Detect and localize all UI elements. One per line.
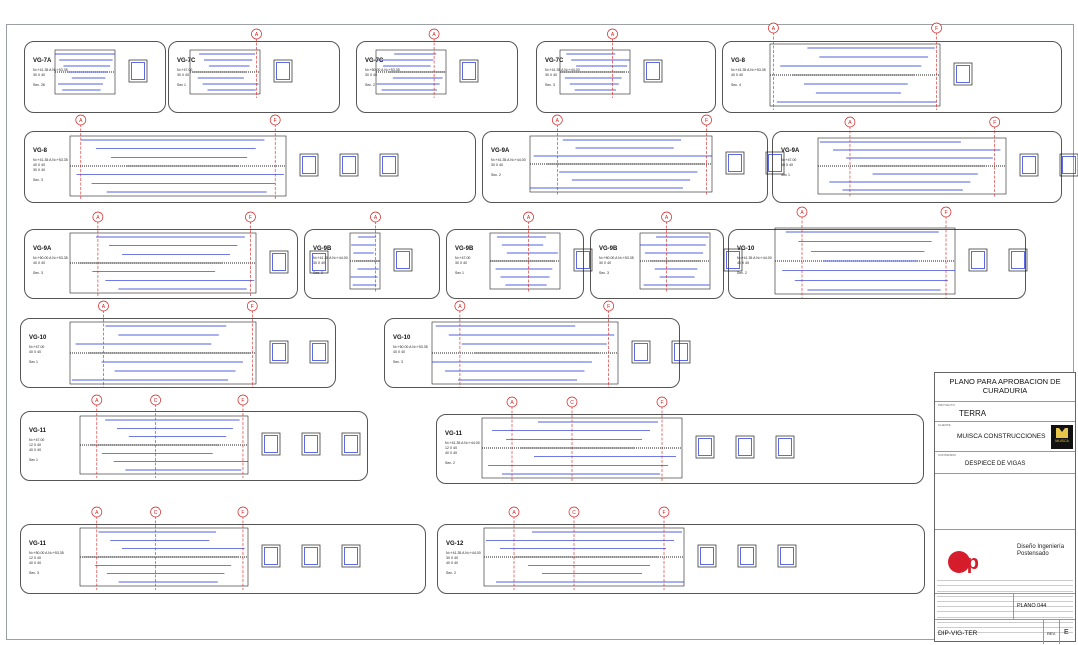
- panel-title: VG-11: [445, 431, 463, 437]
- panel-title: VG-10: [29, 335, 47, 341]
- sheet-border: [6, 24, 1074, 640]
- muisca-logo: MUISCA: [1051, 425, 1073, 449]
- project-row: PROYECTO TERRA: [935, 401, 1075, 421]
- panel-title: VG-9A: [491, 148, 510, 154]
- project-name: TERRA: [959, 409, 987, 418]
- client-name: MUISCA CONSTRUCCIONES: [957, 433, 1046, 440]
- code-row: DIP-VIG-TER REV. E: [935, 619, 1075, 644]
- panel-title: VG-7C: [177, 58, 196, 64]
- title-block: PLANO PARA APROBACION DE CURADURIA PROYE…: [934, 372, 1076, 644]
- panel-title: VG-12: [446, 541, 464, 547]
- plan-number: PLANO 044: [1017, 603, 1047, 609]
- drawing-code: DIP-VIG-TER: [938, 630, 978, 637]
- plan-row: PLANO 044: [935, 593, 1075, 620]
- panel-title: VG-7C: [545, 58, 564, 64]
- firm-name: Diseño Ingeniería Postensado: [1017, 544, 1065, 557]
- approval-header: PLANO PARA APROBACION DE CURADURIA: [949, 377, 1061, 395]
- panel-title: VG-11: [29, 428, 47, 434]
- panel-title: VG-9A: [781, 148, 800, 154]
- panel-title: VG-8: [33, 148, 48, 154]
- rev-label: REV.: [1047, 631, 1056, 636]
- panel-title: VG-10: [737, 246, 755, 252]
- panel-title: VG-11: [29, 541, 47, 547]
- svg-text:dip: dip: [949, 552, 979, 574]
- panel-title: VG-7C: [365, 58, 384, 64]
- firm-row: dip Diseño Ingeniería Postensado: [935, 529, 1075, 593]
- panel-title: VG-7A: [33, 58, 52, 64]
- content-row: CONTENIDO DESPIECE DE VIGAS: [935, 451, 1075, 473]
- panel-title: VG-9A: [33, 246, 52, 252]
- panel-title: VG-9B: [313, 246, 332, 252]
- panel-title: VG-8: [731, 58, 746, 64]
- panel-title: VG-9B: [599, 246, 618, 252]
- panel-title: VG-9B: [455, 246, 474, 252]
- rev-value: E: [1064, 629, 1069, 636]
- content-title: DESPIECE DE VIGAS: [965, 461, 1026, 467]
- dip-logo-icon: dip: [948, 551, 979, 574]
- client-row: CLIENTE MUISCA CONSTRUCCIONES MUISCA: [935, 421, 1075, 451]
- revision-table: [935, 473, 1075, 634]
- panel-title: VG-10: [393, 335, 411, 341]
